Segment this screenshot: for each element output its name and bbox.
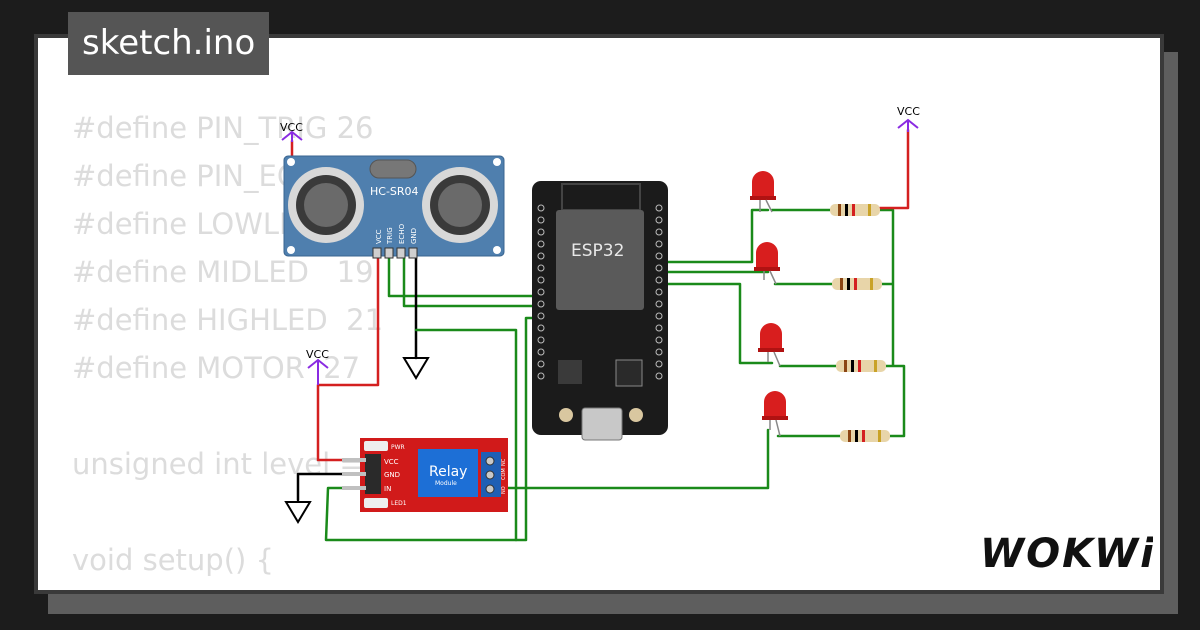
esp32-board: ESP32	[532, 181, 668, 441]
mcu-name: ESP32	[571, 241, 624, 261]
relay-pwr-label: PWR	[391, 444, 405, 451]
vcc-label: VCC	[306, 348, 329, 361]
ground-symbol	[284, 501, 312, 524]
relay-pin-label: GND	[384, 471, 400, 479]
code-line: #define HIGHLED 21	[72, 303, 384, 337]
led	[754, 242, 780, 285]
wire-led3	[660, 282, 774, 365]
wokwi-logo-text: WOKWi	[980, 531, 1153, 577]
led	[758, 323, 784, 367]
sensor-pin-label: TRIG	[386, 227, 394, 245]
vcc-symbol: VCC	[280, 121, 303, 142]
wire-relay-no	[498, 428, 770, 490]
led	[762, 391, 788, 437]
relay-terminal-label: NO	[501, 486, 507, 494]
relay-led-label: LED1	[391, 500, 407, 507]
code-line: void setup() {	[72, 543, 274, 577]
relay-module: PWR LED1 VCC GND IN Relay Module NC COM …	[342, 438, 508, 512]
code-line: #define MOTOR 27	[72, 351, 361, 385]
sensor-pin-label: VCC	[375, 229, 383, 244]
resistor	[830, 204, 880, 216]
wire-bus-vcc	[878, 128, 910, 210]
wire-res-bus	[878, 208, 906, 438]
relay-terminal-label: COM	[501, 468, 507, 480]
vcc-label: VCC	[280, 121, 303, 134]
wires	[290, 128, 910, 542]
sensor-name: HC-SR04	[370, 185, 419, 198]
wire-echo	[402, 254, 540, 308]
resistor	[832, 278, 882, 290]
file-tab[interactable]: sketch.ino	[68, 12, 270, 75]
led	[750, 171, 776, 213]
relay-pin-label: VCC	[384, 458, 399, 466]
wire-relay-gnd	[296, 472, 346, 502]
vcc-symbol: VCC	[897, 105, 920, 132]
wire-motor	[414, 328, 518, 542]
ground-symbol	[402, 357, 430, 380]
sensor-pin-label: GND	[410, 228, 418, 244]
ultrasonic-sensor: HC-SR04 VCC TRIG ECHO GND	[283, 155, 505, 259]
sensor-pin-label: ECHO	[398, 223, 406, 244]
code-line: #define MIDLED 19	[72, 255, 374, 289]
wire-relay-in	[324, 316, 540, 542]
wire-trig	[387, 254, 540, 298]
wokwi-logo[interactable]: WOKWi	[978, 527, 1153, 577]
transducer	[288, 167, 364, 243]
resistor	[840, 430, 890, 442]
vcc-label: VCC	[897, 105, 920, 118]
resistor	[836, 360, 886, 372]
relay-subtitle: Module	[435, 480, 457, 487]
transducer	[422, 167, 498, 243]
relay-pin-label: IN	[384, 485, 391, 493]
vcc-symbol: VCC	[306, 348, 329, 385]
relay-terminal-label: NC	[501, 458, 507, 466]
relay-title: Relay	[429, 464, 467, 480]
code-line: #define PIN_TRIG 26	[72, 111, 374, 145]
wire-led1	[660, 208, 770, 264]
